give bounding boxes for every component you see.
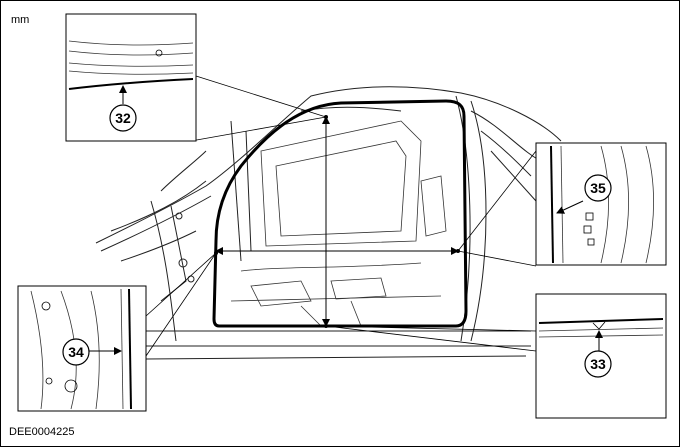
callout-35: 35 — [590, 180, 606, 196]
door-opening-seal — [212, 99, 468, 328]
inset-32 — [65, 13, 197, 142]
inset-33 — [535, 293, 667, 419]
unit-label: mm — [11, 14, 30, 26]
inset-34 — [17, 285, 147, 412]
inset-35 — [535, 142, 667, 266]
callout-34: 34 — [68, 344, 84, 360]
leader-lines — [145, 75, 537, 357]
figure-code: DEE0004225 — [9, 426, 75, 438]
callout-33: 33 — [590, 356, 606, 372]
interior-details — [230, 120, 447, 327]
callout-32: 32 — [115, 110, 131, 126]
